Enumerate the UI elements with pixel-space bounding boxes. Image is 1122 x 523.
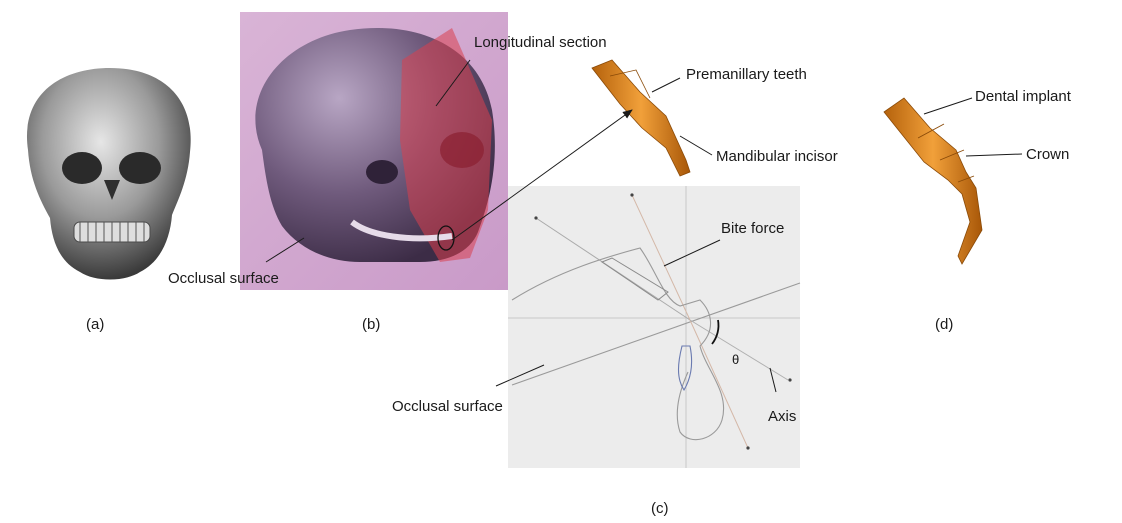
leader-mandibular-incisor (680, 136, 712, 155)
label-theta: θ (732, 352, 739, 367)
caption-panel-d: (d) (935, 316, 953, 333)
leader-crown (966, 154, 1022, 156)
leader-premanillary-teeth (652, 78, 680, 92)
label-axis: Axis (768, 408, 796, 425)
label-premanillary-teeth: Premanillary teeth (686, 66, 807, 83)
premaxillary-tooth-model (592, 60, 690, 176)
label-occlusal-surface-c: Occlusal surface (392, 398, 503, 415)
label-crown: Crown (1026, 146, 1069, 163)
label-bite-force: Bite force (721, 220, 784, 237)
leader-dental-implant (924, 98, 972, 114)
caption-panel-a: (a) (86, 316, 104, 333)
label-occlusal-surface-b: Occlusal surface (168, 270, 279, 287)
caption-panel-b: (b) (362, 316, 380, 333)
caption-panel-c: (c) (651, 500, 669, 517)
panel-b-image (240, 12, 508, 290)
panel-d-implant-model (884, 98, 982, 264)
label-longitudinal-section: Longitudinal section (474, 34, 607, 51)
panel-a-skull (27, 68, 191, 280)
label-mandibular-incisor: Mandibular incisor (716, 148, 838, 165)
label-dental-implant: Dental implant (975, 88, 1071, 105)
